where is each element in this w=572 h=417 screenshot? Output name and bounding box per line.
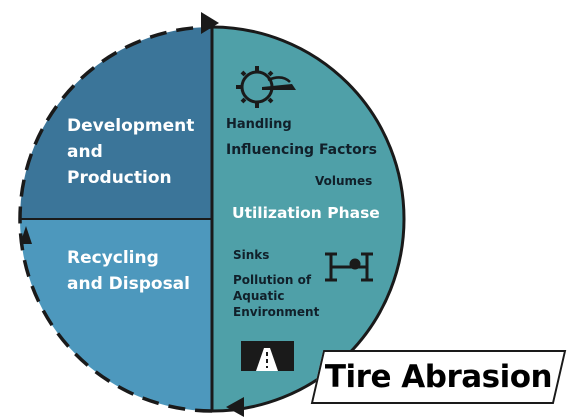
dashed-outline [18, 25, 213, 413]
sinks-label: Sinks [233, 248, 270, 262]
arrowhead-left [20, 226, 32, 244]
handling-label: Handling [226, 117, 292, 132]
tire-abrasion-label: Tire Abrasion [324, 359, 553, 395]
road-icon [241, 341, 294, 371]
arrowhead-bottom [226, 397, 244, 417]
development-label: Development and Production [67, 116, 195, 188]
axle-icon [325, 252, 373, 282]
arrowhead-top [201, 12, 219, 34]
utilization-phase-title: Utilization Phase [232, 204, 380, 222]
development-quadrant [20, 27, 212, 219]
volumes-label: Volumes [315, 174, 373, 188]
recycling-quadrant [20, 219, 212, 411]
solid-outline [211, 25, 406, 413]
utilization-half [212, 27, 404, 411]
tire-gear-icon [236, 66, 296, 108]
influencing-factors-label: Influencing Factors [226, 142, 377, 158]
pollution-label: Pollution of Aquatic Environment [233, 273, 320, 319]
recycling-label: Recycling and Disposal [67, 248, 190, 294]
